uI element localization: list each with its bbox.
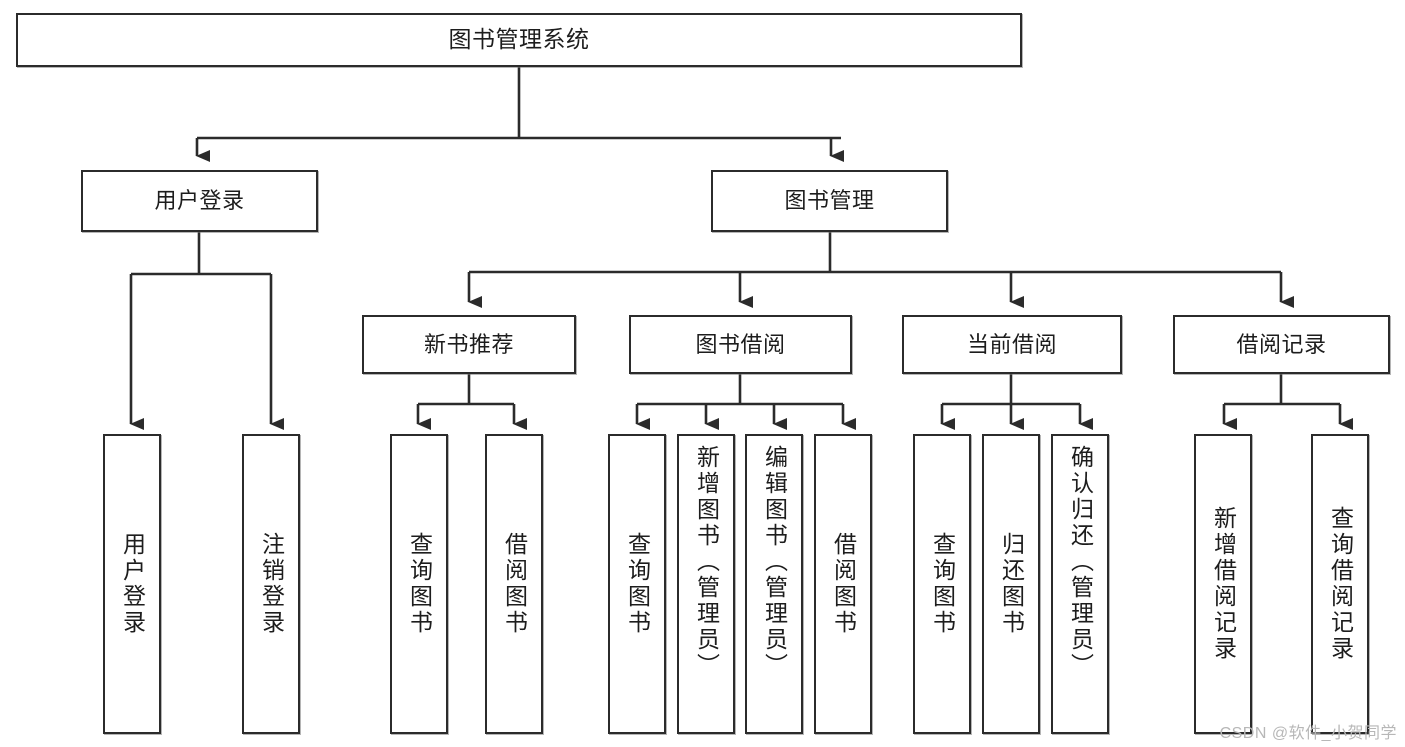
node-leaf-add-book-label: 新增图书（管理员） — [693, 445, 720, 679]
node-leaf-add-book[interactable]: 新增图书（管理员） — [677, 434, 735, 734]
node-leaf-add-record[interactable]: 新增借阅记录 — [1194, 434, 1252, 734]
node-root[interactable]: 图书管理系统 — [16, 13, 1022, 67]
node-current-borrow[interactable]: 当前借阅 — [902, 315, 1122, 374]
node-current-borrow-label: 当前借阅 — [966, 331, 1057, 357]
node-book-borrow[interactable]: 图书借阅 — [629, 315, 852, 374]
node-new-book-recommend-label: 新书推荐 — [423, 331, 514, 357]
node-leaf-logout-label: 注销登录 — [258, 532, 285, 636]
node-leaf-borrow-book-2-label: 借阅图书 — [830, 532, 857, 636]
node-leaf-edit-book[interactable]: 编辑图书（管理员） — [745, 434, 803, 734]
node-leaf-query-book-3-label: 查询图书 — [929, 532, 956, 636]
node-leaf-borrow-book-1-label: 借阅图书 — [501, 532, 528, 636]
node-leaf-borrow-book-2[interactable]: 借阅图书 — [814, 434, 872, 734]
node-new-book-recommend[interactable]: 新书推荐 — [362, 315, 576, 374]
node-book-manage-label: 图书管理 — [784, 188, 875, 214]
node-leaf-query-book-2[interactable]: 查询图书 — [608, 434, 666, 734]
node-leaf-add-record-label: 新增借阅记录 — [1210, 506, 1237, 662]
node-leaf-user-login-label: 用户登录 — [119, 532, 146, 636]
watermark: CSDN @软件_小贺同学 — [1219, 725, 1397, 742]
node-leaf-query-book-1-label: 查询图书 — [406, 532, 433, 636]
node-leaf-borrow-book-1[interactable]: 借阅图书 — [485, 434, 543, 734]
node-borrow-record[interactable]: 借阅记录 — [1173, 315, 1390, 374]
node-leaf-confirm-return[interactable]: 确认归还（管理员） — [1051, 434, 1109, 734]
node-leaf-logout[interactable]: 注销登录 — [242, 434, 300, 734]
node-user-login[interactable]: 用户登录 — [81, 170, 318, 232]
node-leaf-query-book-2-label: 查询图书 — [624, 532, 651, 636]
node-borrow-record-label: 借阅记录 — [1236, 331, 1327, 357]
node-leaf-return-book-label: 归还图书 — [998, 532, 1025, 636]
node-root-label: 图书管理系统 — [448, 26, 590, 53]
node-leaf-user-login[interactable]: 用户登录 — [103, 434, 161, 734]
node-book-manage[interactable]: 图书管理 — [711, 170, 948, 232]
node-leaf-return-book[interactable]: 归还图书 — [982, 434, 1040, 734]
node-leaf-query-book-1[interactable]: 查询图书 — [390, 434, 448, 734]
node-book-borrow-label: 图书借阅 — [695, 331, 786, 357]
node-leaf-confirm-return-label: 确认归还（管理员） — [1067, 445, 1094, 679]
node-leaf-edit-book-label: 编辑图书（管理员） — [761, 445, 788, 679]
node-leaf-query-record[interactable]: 查询借阅记录 — [1311, 434, 1369, 734]
node-user-login-label: 用户登录 — [154, 188, 245, 214]
node-leaf-query-record-label: 查询借阅记录 — [1327, 506, 1354, 662]
node-leaf-query-book-3[interactable]: 查询图书 — [913, 434, 971, 734]
